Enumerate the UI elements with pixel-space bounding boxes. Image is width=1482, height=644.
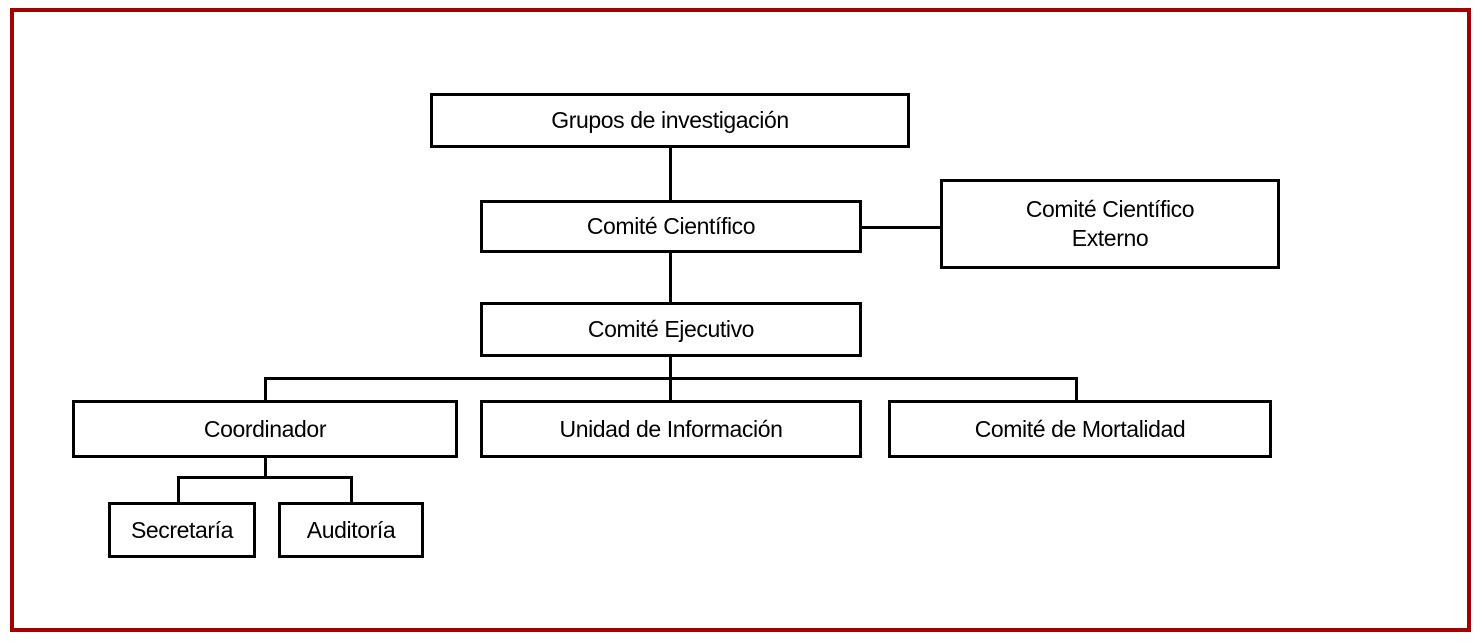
- connector-drop-mortalidad: [1075, 377, 1078, 402]
- node-comite-cientifico-externo: Comité Científico Externo: [940, 179, 1280, 269]
- connector-drop-secretaria: [177, 476, 180, 504]
- connector-grupos-cientifico: [669, 146, 672, 202]
- node-secretaria: Secretaría: [108, 502, 256, 558]
- node-comite-cientifico: Comité Científico: [480, 200, 862, 253]
- node-label: Comité Científico: [586, 213, 756, 240]
- node-label-line1: Comité Científico: [1025, 196, 1195, 223]
- node-label: Comité de Mortalidad: [974, 415, 1186, 442]
- connector-cientifico-ejecutivo: [669, 251, 672, 304]
- connector-drop-auditoria: [350, 476, 353, 504]
- node-label-line2: Externo: [1071, 225, 1149, 251]
- node-label: Comité Ejecutivo: [587, 316, 755, 343]
- connector-drop-unidad: [669, 377, 672, 402]
- node-label: Secretaría: [130, 516, 234, 543]
- connector-ejecutivo-stem: [669, 355, 672, 379]
- connector-drop-coordinador: [264, 377, 267, 402]
- node-coordinador: Coordinador: [72, 400, 458, 458]
- node-comite-de-mortalidad: Comité de Mortalidad: [888, 400, 1272, 458]
- node-label: Grupos de investigación: [551, 107, 789, 134]
- outer-red-frame: [10, 8, 1471, 632]
- connector-coordinador-stem: [264, 456, 267, 479]
- node-auditoria: Auditoría: [278, 502, 424, 558]
- node-unidad-de-informacion: Unidad de Información: [480, 400, 862, 458]
- node-label: Unidad de Información: [559, 415, 783, 442]
- connector-cientifico-externo: [860, 226, 942, 229]
- node-grupos-de-investigacion: Grupos de investigación: [430, 93, 910, 148]
- node-label: Auditoría: [306, 516, 396, 543]
- connector-coordinador-distributor: [177, 476, 353, 479]
- node-comite-ejecutivo: Comité Ejecutivo: [480, 302, 862, 357]
- node-label: Coordinador: [203, 415, 327, 442]
